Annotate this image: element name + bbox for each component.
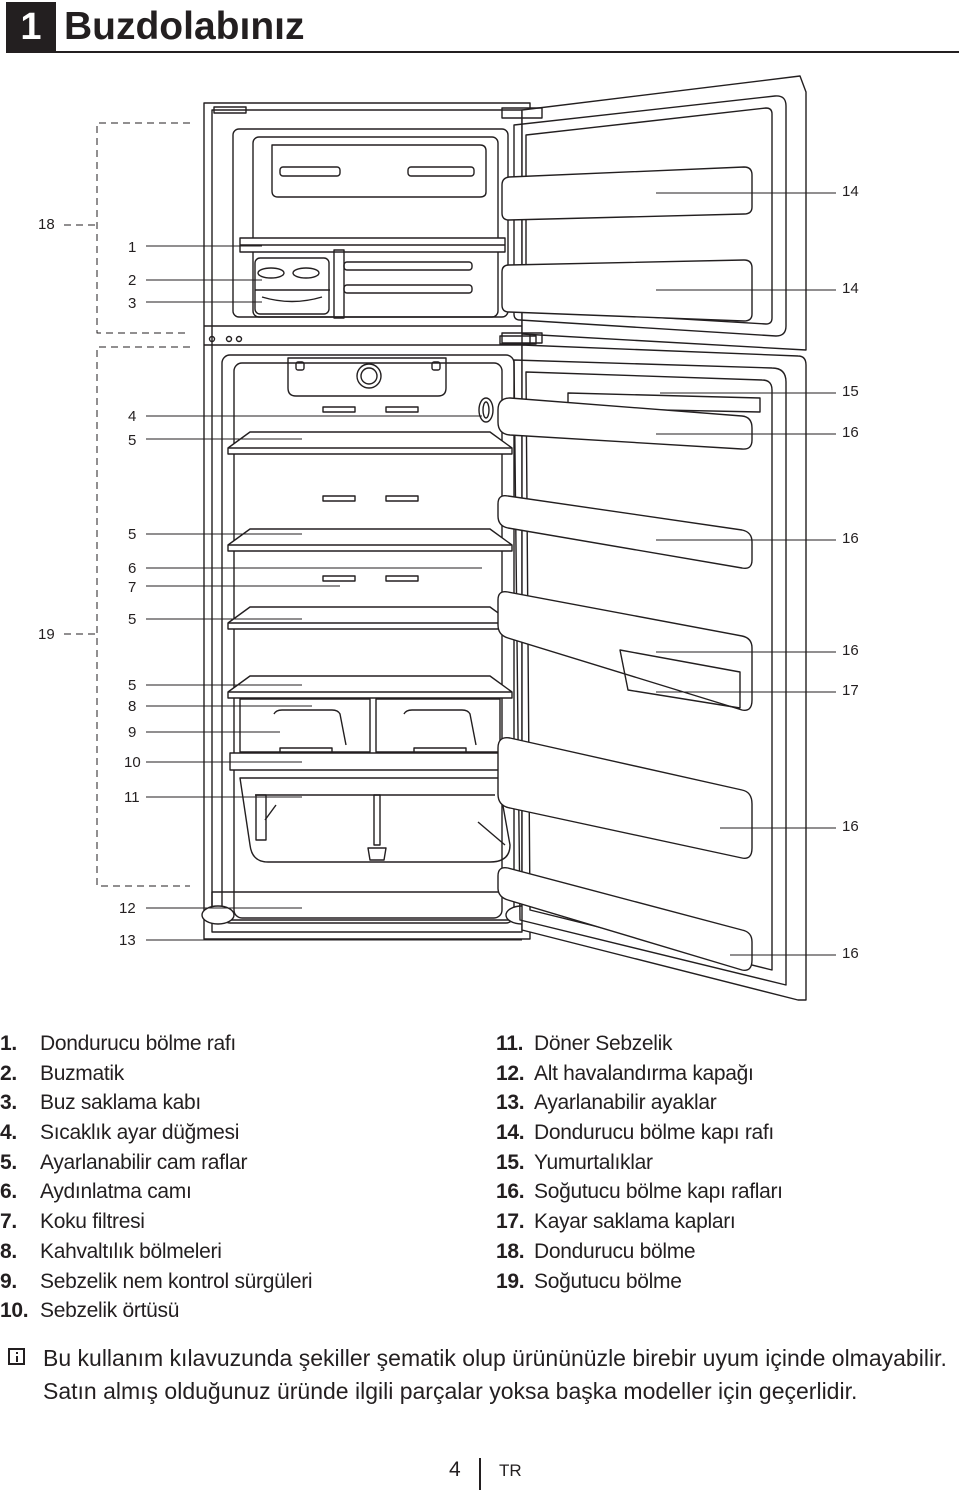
callout-15: 15 — [842, 383, 859, 400]
legend-item: 16.Soğutucu bölme kapı rafları — [496, 1180, 783, 1204]
legend-item: 17.Kayar saklama kapları — [496, 1210, 736, 1234]
callout-7: 7 — [128, 579, 136, 596]
fridge-door — [497, 335, 807, 1001]
legend-item: 11.Döner Sebzelik — [496, 1032, 673, 1055]
legend-item: 15.Yumurtalıklar — [496, 1150, 653, 1174]
legend-item: 12.Alt havalandırma kapağı — [496, 1061, 754, 1085]
legend-left: 1.Dondurucu bölme rafı 2.Buzmatik 3.Buz … — [0, 1029, 470, 1326]
legend-item: 13.Ayarlanabilir ayaklar — [496, 1091, 717, 1115]
callout-3: 3 — [128, 295, 136, 312]
legend-item: 2.Buzmatik — [0, 1061, 124, 1085]
legend-item: 19.Soğutucu bölme — [496, 1269, 682, 1293]
callout-12: 12 — [119, 900, 136, 917]
callout-17: 17 — [842, 682, 859, 699]
legend-item: 18.Dondurucu bölme — [496, 1239, 696, 1263]
refrigerator-diagram: 18 1 2 3 4 5 5 6 7 5 19 5 8 9 10 11 12 1… — [38, 75, 859, 1001]
callout-11: 11 — [124, 789, 140, 806]
legend-item: 3.Buz saklama kabı — [0, 1091, 201, 1115]
legend-item: 9.Sebzelik nem kontrol sürgüleri — [0, 1269, 313, 1293]
callout-16a: 16 — [842, 424, 859, 441]
callout-1: 1 — [128, 239, 136, 256]
legend-item: 4.Sıcaklık ayar düğmesi — [0, 1121, 240, 1145]
page-footer: 4 TR — [0, 1458, 960, 1490]
legend-item: 10.Sebzelik örtüsü — [0, 1299, 180, 1323]
header-rule — [6, 51, 959, 53]
language-code: TR — [499, 1461, 522, 1480]
callout-14a: 14 — [842, 183, 859, 200]
legend-item: 14.Dondurucu bölme kapı rafı — [496, 1121, 774, 1145]
callout-14b: 14 — [842, 280, 859, 297]
callout-5a: 5 — [128, 432, 136, 449]
callout-4: 4 — [128, 408, 136, 425]
info-icon — [8, 1348, 25, 1365]
leader-lines — [146, 192, 836, 956]
page-title: Buzdolabınız — [64, 5, 305, 48]
callout-16b: 16 — [842, 530, 859, 547]
legend-item: 7.Koku filtresi — [0, 1210, 145, 1234]
section-number: 1 — [6, 2, 56, 52]
freezer-door — [501, 75, 807, 351]
legend-item: 6.Aydınlatma camı — [0, 1180, 192, 1204]
page-number: 4 — [449, 1458, 461, 1481]
legend-item: 5.Ayarlanabilir cam raflar — [0, 1150, 248, 1174]
callout-2: 2 — [128, 272, 136, 289]
callout-5d: 5 — [128, 677, 136, 694]
zone-brackets — [64, 122, 190, 887]
callout-16c: 16 — [842, 642, 859, 659]
callout-16e: 16 — [842, 945, 859, 962]
callout-9: 9 — [128, 724, 136, 741]
fridge-compartment — [201, 354, 539, 925]
callout-5c: 5 — [128, 611, 136, 628]
legend-item: 1.Dondurucu bölme rafı — [0, 1032, 236, 1055]
section-header: 1 Buzdolabınız — [0, 0, 960, 56]
callout-19: 19 — [38, 626, 55, 643]
callout-5b: 5 — [128, 526, 136, 543]
callout-18: 18 — [38, 216, 55, 233]
footer-divider — [479, 1458, 481, 1490]
legend-right: 11.Döner Sebzelik 12.Alt havalandırma ka… — [496, 1029, 956, 1296]
callout-13: 13 — [119, 932, 136, 949]
note-text: Bu kullanım kılavuzunda şekiller şematik… — [43, 1345, 947, 1404]
legend-item: 8.Kahvaltılık bölmeleri — [0, 1239, 222, 1263]
callout-6: 6 — [128, 560, 136, 577]
callout-labels: 18 1 2 3 4 5 5 6 7 5 19 5 8 9 10 11 12 1… — [38, 183, 859, 962]
callout-16d: 16 — [842, 818, 859, 835]
callout-8: 8 — [128, 698, 136, 715]
freezer-compartment — [232, 128, 509, 319]
callout-10: 10 — [124, 754, 141, 771]
